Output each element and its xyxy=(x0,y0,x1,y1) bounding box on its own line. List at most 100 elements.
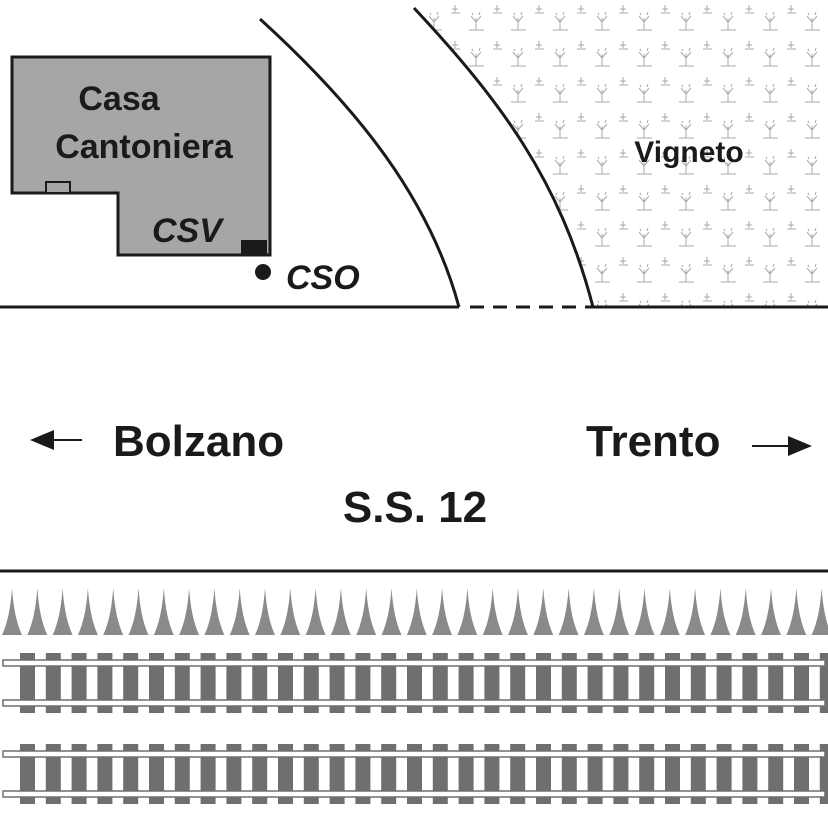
embankment-spike xyxy=(77,588,98,635)
side-road-right-edge xyxy=(412,6,595,308)
track-sleeper xyxy=(742,744,758,804)
arrow-left-icon xyxy=(30,430,54,450)
track-sleeper xyxy=(819,744,828,804)
track-sleeper xyxy=(768,744,784,804)
road-name: S.S. 12 xyxy=(343,483,487,532)
embankment-spike xyxy=(786,588,807,635)
track-sleeper xyxy=(561,744,577,804)
cso-label: CSO xyxy=(286,259,360,297)
track-sleeper xyxy=(278,653,293,713)
window-marker xyxy=(45,181,71,194)
track-sleeper xyxy=(639,744,655,804)
track-sleeper xyxy=(149,744,164,804)
embankment-spike xyxy=(52,588,73,635)
left-destination: Bolzano xyxy=(113,417,284,466)
embankment-spike xyxy=(330,588,351,635)
track-sleeper xyxy=(174,744,190,804)
track-sleeper xyxy=(252,653,268,713)
track-rail xyxy=(2,750,826,758)
track-sleeper xyxy=(45,744,61,804)
embankment-spike xyxy=(229,588,250,635)
track-rail xyxy=(2,699,826,707)
embankment-spike xyxy=(508,588,528,635)
track-sleeper xyxy=(329,744,345,804)
track-sleeper xyxy=(71,653,87,713)
embankment-spike xyxy=(255,588,275,635)
track-sleeper xyxy=(329,653,345,713)
embankment-spike xyxy=(811,588,828,635)
embankment-spike xyxy=(356,588,377,635)
track-sleeper xyxy=(484,653,500,713)
track-sleeper xyxy=(819,653,828,713)
track-sleeper xyxy=(587,653,603,713)
embankment-spike xyxy=(103,588,124,635)
track-sleeper xyxy=(587,744,603,804)
track-sleeper xyxy=(123,653,139,713)
embankment-spike xyxy=(634,588,655,635)
track-sleeper xyxy=(613,653,629,713)
embankment-spike xyxy=(27,588,48,635)
embankment-spike xyxy=(558,588,579,635)
track-sleeper xyxy=(123,744,139,804)
track-sleeper xyxy=(303,744,319,804)
track-sleeper xyxy=(381,653,397,713)
track-sleeper xyxy=(665,653,680,713)
embankment-spike xyxy=(659,588,680,635)
track-sleeper xyxy=(458,653,474,713)
csv-marker xyxy=(241,240,267,254)
track-sleeper xyxy=(226,744,242,804)
track-sleeper xyxy=(716,653,732,713)
embankment-spike xyxy=(533,588,554,635)
track-sleeper xyxy=(174,653,190,713)
track-sleeper xyxy=(510,744,526,804)
embankment-spike xyxy=(406,588,427,635)
track-sleeper xyxy=(639,653,655,713)
embankment-spike xyxy=(609,588,630,635)
track-sleeper xyxy=(458,744,474,804)
track-sleeper xyxy=(97,653,113,713)
track-sleeper xyxy=(536,653,551,713)
track-sleeper xyxy=(252,744,268,804)
track-rail xyxy=(2,790,826,798)
csv-label: CSV xyxy=(152,212,225,250)
embankment-spike xyxy=(457,588,478,635)
track-sleeper xyxy=(381,744,397,804)
railway-track-1 xyxy=(2,653,828,713)
embankment-spike xyxy=(305,588,326,635)
embankment-spike xyxy=(2,588,22,635)
track-sleeper xyxy=(407,653,422,713)
building-name-line2: Cantoniera xyxy=(55,128,234,166)
railway-track-2 xyxy=(2,744,828,804)
embankment-spike xyxy=(761,588,781,635)
embankment-spike xyxy=(179,588,200,635)
railway-embankment xyxy=(2,588,828,635)
arrow-right-icon xyxy=(788,436,812,456)
track-rail xyxy=(2,659,826,667)
track-sleeper xyxy=(690,744,706,804)
track-sleeper xyxy=(355,744,371,804)
track-sleeper xyxy=(536,744,551,804)
cso-marker xyxy=(255,264,271,280)
track-sleeper xyxy=(149,653,164,713)
embankment-spike xyxy=(583,588,604,635)
track-sleeper xyxy=(794,744,809,804)
embankment-spike xyxy=(735,588,756,635)
embankment-spike xyxy=(381,588,402,635)
casa-cantoniera-building xyxy=(10,55,272,257)
embankment-spike xyxy=(482,588,503,635)
track-sleeper xyxy=(303,653,319,713)
track-sleeper xyxy=(278,744,293,804)
track-sleeper xyxy=(200,744,216,804)
track-sleeper xyxy=(71,744,87,804)
track-sleeper xyxy=(355,653,371,713)
embankment-spike xyxy=(280,588,301,635)
track-sleeper xyxy=(665,744,680,804)
side-road-left-edge xyxy=(258,17,461,308)
track-sleeper xyxy=(613,744,629,804)
track-sleeper xyxy=(742,653,758,713)
track-sleeper xyxy=(561,653,577,713)
track-sleeper xyxy=(794,653,809,713)
embankment-spike xyxy=(685,588,706,635)
building-name-line1: Casa xyxy=(78,80,160,118)
